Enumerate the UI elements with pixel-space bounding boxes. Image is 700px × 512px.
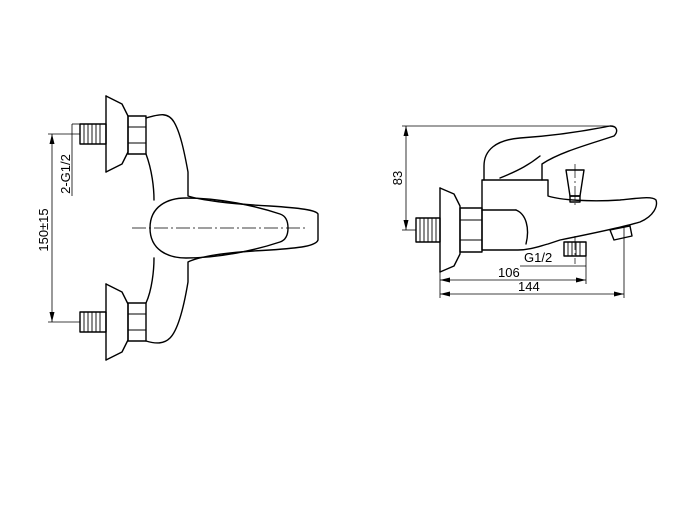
dimension-height: 83	[390, 125, 612, 231]
dimension-depth-144: 144	[440, 226, 625, 298]
front-view: 150±15 2-G1/2	[36, 95, 319, 361]
dimension-outlet-thread: G1/2	[520, 250, 586, 267]
top-inlet-connector	[79, 95, 147, 173]
dimension-centers: 150±15	[36, 133, 80, 323]
dimension-inlet-thread: 2-G1/2	[58, 123, 80, 196]
side-lever	[483, 125, 618, 181]
mixer-body	[145, 114, 319, 344]
label-height: 83	[390, 171, 405, 185]
shower-outlet	[563, 236, 587, 264]
side-inlet-connector	[415, 187, 483, 273]
bottom-inlet-connector	[79, 283, 147, 361]
side-body	[481, 179, 658, 251]
dimension-depth-106: 106	[439, 256, 587, 298]
label-outlet: G1/2	[524, 250, 552, 265]
side-view: 83 G1/2 106 144	[390, 125, 658, 298]
label-depth-144: 144	[518, 279, 540, 294]
label-inlet: 2-G1/2	[58, 154, 73, 194]
label-centers: 150±15	[36, 208, 51, 251]
diverter-knob	[565, 164, 585, 206]
label-depth-106: 106	[498, 265, 520, 280]
